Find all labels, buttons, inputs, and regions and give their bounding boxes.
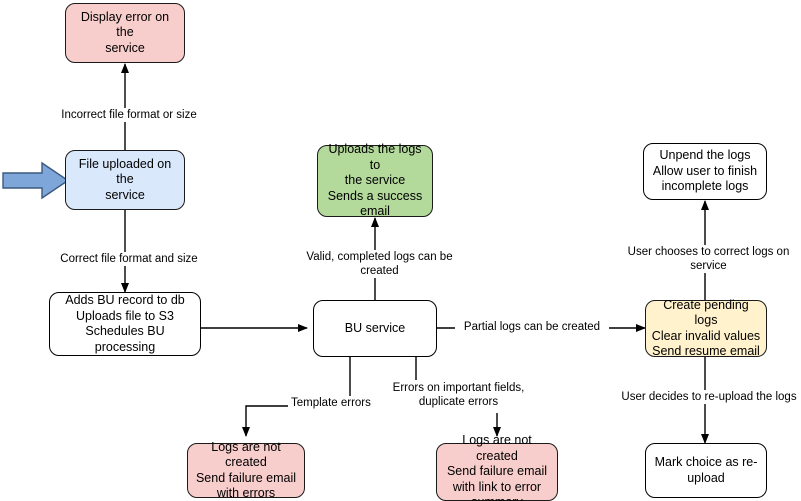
node-create-pending-logs[interactable]: Create pending logs Clear invalid values… [645, 298, 767, 358]
node-file-uploaded[interactable]: File uploaded on the service [65, 150, 185, 210]
edge-label-incorrect-format: Incorrect file format or size [56, 108, 202, 122]
node-mark-choice-reupload[interactable]: Mark choice as re- upload [645, 443, 767, 498]
edge-label-important-errors: Errors on important fields, duplicate er… [388, 381, 529, 409]
blue-block-arrow-icon [2, 161, 70, 200]
node-bu-service[interactable]: BU service [313, 300, 437, 357]
node-logs-not-created-summary[interactable]: Logs are not created Send failure email … [436, 433, 558, 501]
node-display-error[interactable]: Display error on the service [65, 3, 185, 63]
node-uploads-logs[interactable]: Uploads the logs to the service Sends a … [317, 142, 433, 218]
edge-label-template-errors: Template errors [288, 396, 389, 410]
edge-label-partial-logs: Partial logs can be created [455, 320, 609, 334]
edge-label-user-corrects: User chooses to correct logs on service [608, 245, 801, 273]
edge-label-valid-logs: Valid, completed logs can be created [283, 250, 476, 278]
edge-label-correct-format: Correct file format and size [56, 252, 202, 266]
node-unpend-logs[interactable]: Unpend the logs Allow user to finish inc… [643, 143, 767, 200]
edge-label-user-reupload: User decides to re-upload the logs [615, 390, 801, 404]
node-logs-not-created-errors[interactable]: Logs are not created Send failure email … [187, 440, 305, 500]
node-adds-bu-record[interactable]: Adds BU record to db Uploads file to S3 … [49, 292, 201, 356]
